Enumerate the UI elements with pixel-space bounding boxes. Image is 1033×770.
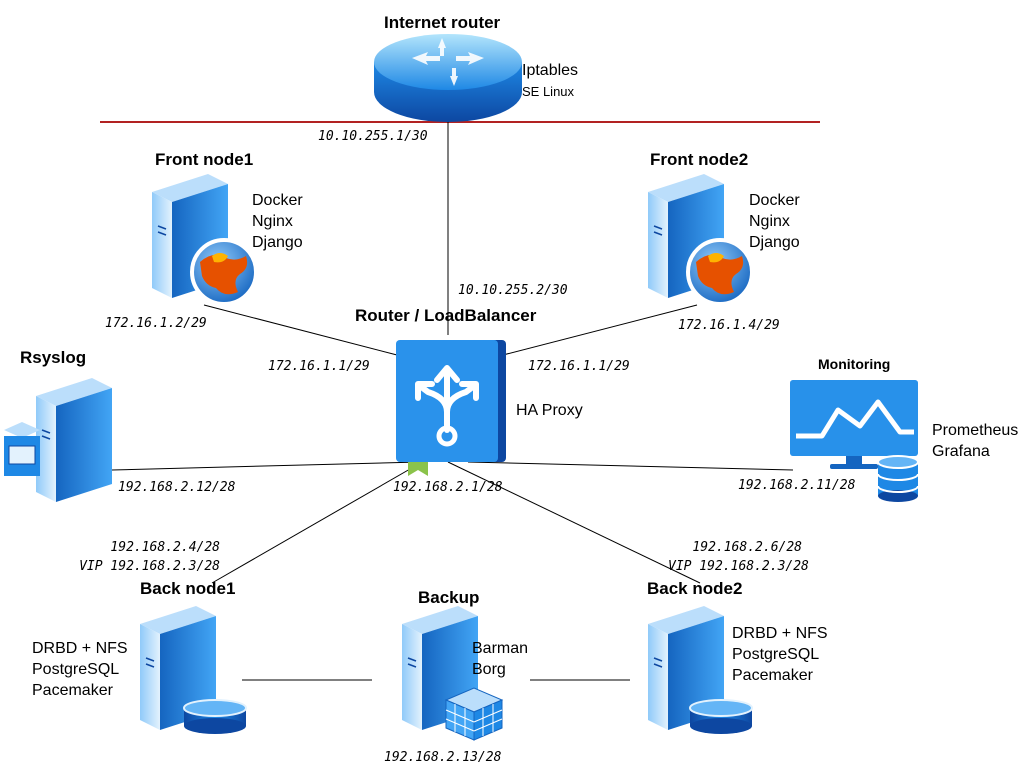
backup-desc-line: Barman	[472, 640, 529, 657]
front-node2-title: Front node2	[650, 150, 749, 169]
rsyslog-monitor-icon	[4, 422, 40, 476]
front-node2-desc: Docker Nginx Django	[749, 190, 800, 253]
router-desc-line: Iptables	[522, 62, 579, 79]
back-node2-vip-line: VIP 192.168.2.3/28	[668, 559, 809, 574]
rsyslog-ip: 192.168.2.12/28	[118, 480, 236, 495]
rsyslog-title: Rsyslog	[20, 348, 87, 367]
front-node1-globe-icon	[190, 238, 258, 306]
front-node1-desc: Docker Nginx Django	[252, 190, 303, 253]
link-back1-lb	[211, 464, 418, 584]
backup-title: Backup	[418, 588, 480, 607]
back-node1-desc: DRBD + NFS PostgreSQL Pacemaker	[32, 638, 128, 701]
back-node1-desc-line: Pacemaker	[32, 682, 113, 699]
back-node1-ip-line: 192.168.2.4/28	[110, 540, 220, 555]
back-node1-ip: 192.168.2.4/28 VIP 192.168.2.3/28	[60, 538, 220, 576]
backup-ip: 192.168.2.13/28	[384, 750, 502, 765]
back-node1-title: Back node1	[140, 579, 236, 598]
front-node2-globe-icon	[686, 238, 754, 306]
lb-back-ip: 192.168.2.1/28	[393, 480, 503, 495]
backup-desc: Barman Borg	[472, 638, 528, 680]
router-desc: Iptables SE Linux	[522, 60, 578, 102]
lb-wan-ip: 10.10.255.2/30	[458, 283, 568, 298]
front-node1-desc-line: Django	[252, 234, 303, 251]
lb-title: Router / LoadBalancer	[355, 306, 537, 325]
back-node2-desc: DRBD + NFS PostgreSQL Pacemaker	[732, 623, 828, 686]
back-node2-ip: 192.168.2.6/28 VIP 192.168.2.3/28	[668, 538, 828, 576]
back-node1-desc-line: DRBD + NFS	[32, 640, 128, 657]
front-node1-title: Front node1	[155, 150, 254, 169]
router-title: Internet router	[384, 13, 501, 32]
front-node1-desc-line: Nginx	[252, 213, 293, 230]
backup-desc-line: Borg	[472, 661, 506, 678]
back-node2-desc-line: PostgreSQL	[732, 646, 820, 663]
lb-front-right-ip: 172.16.1.1/29	[528, 359, 630, 374]
haproxy-icon	[396, 340, 506, 476]
monitoring-desc-line: Grafana	[932, 443, 990, 460]
rsyslog-server-icon	[35, 377, 113, 503]
front-node2-desc-line: Nginx	[749, 213, 790, 230]
lb-front-left-ip: 172.16.1.1/29	[268, 359, 370, 374]
link-rsyslog-lb	[111, 461, 421, 471]
router-icon	[374, 34, 522, 122]
back-node2-desc-line: Pacemaker	[732, 667, 813, 684]
monitoring-database-icon	[877, 455, 919, 502]
backup-cube-icon	[444, 687, 504, 741]
back-node2-ip-line: 192.168.2.6/28	[692, 540, 802, 555]
monitoring-screen-icon	[790, 380, 918, 469]
back-node2-database-icon	[689, 699, 753, 735]
front-node2-ip: 172.16.1.4/29	[678, 318, 780, 333]
monitoring-desc: Prometheus Grafana	[932, 420, 1018, 462]
lb-desc: HA Proxy	[516, 402, 583, 419]
monitoring-ip: 192.168.2.11/28	[738, 478, 856, 493]
link-front1-lb	[203, 304, 398, 356]
front-node2-desc-line: Django	[749, 234, 800, 251]
back-node1-database-icon	[183, 699, 247, 735]
monitoring-title: Monitoring	[818, 356, 891, 372]
monitoring-desc-line: Prometheus	[932, 422, 1019, 439]
back-node1-desc-line: PostgreSQL	[32, 661, 120, 678]
back-node2-title: Back node2	[647, 579, 743, 598]
front-node1-ip: 172.16.1.2/29	[105, 316, 207, 331]
link-back2-lb	[447, 461, 701, 584]
router-desc-line: SE Linux	[522, 84, 575, 99]
front-node2-desc-line: Docker	[749, 192, 800, 209]
front-node1-desc-line: Docker	[252, 192, 303, 209]
back-node2-desc-line: DRBD + NFS	[732, 625, 828, 642]
router-wan-ip: 10.10.255.1/30	[318, 129, 428, 144]
link-front2-lb	[502, 304, 698, 356]
link-monitoring-lb	[467, 461, 794, 471]
back-node1-vip-line: VIP 192.168.2.3/28	[79, 559, 220, 574]
